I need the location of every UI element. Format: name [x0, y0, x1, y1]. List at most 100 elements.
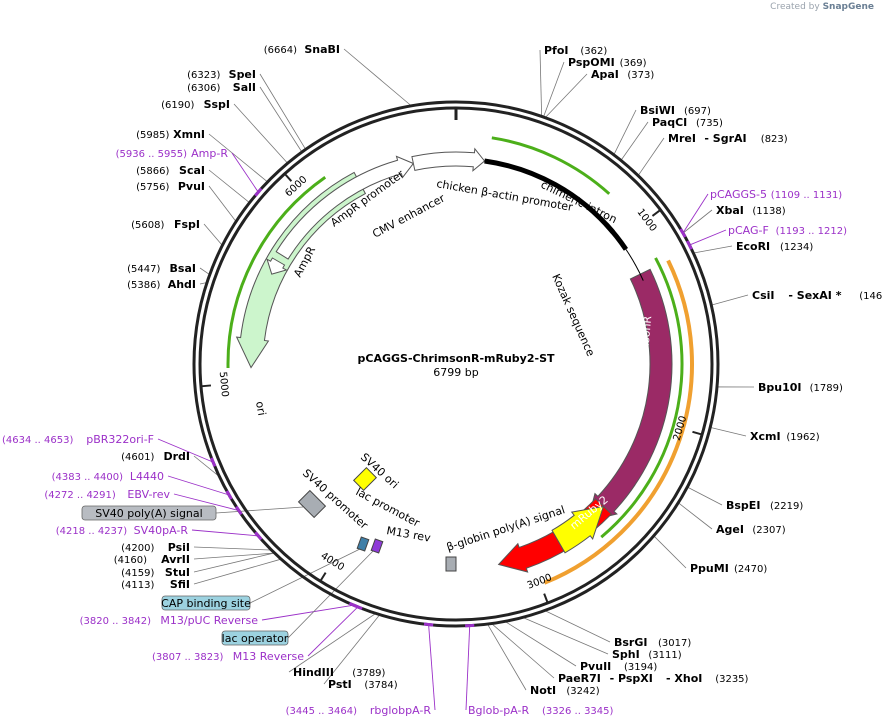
enzyme-position: (3235) [715, 674, 748, 685]
primer-leader-rbglobpa-r [428, 624, 436, 711]
primer-leader-bglob-pa-r [465, 625, 471, 711]
primer-mark-l4440 [225, 490, 233, 500]
chicken-promoter-arrow [411, 147, 486, 172]
primer-sv40pa-r: SV40pA-R (4218 .. 4237) [56, 524, 189, 537]
enzyme-name: PspOMI [568, 56, 615, 69]
enzyme-name: AvrII [161, 553, 190, 566]
enzyme-name: BspEI [726, 499, 760, 512]
enzyme-position: (4160) [114, 555, 147, 566]
enzyme-apai: ApaI(373) [591, 68, 654, 81]
primer-name: Amp-R [191, 147, 228, 160]
enzyme-position: (3111) [648, 650, 681, 661]
boxed-label-bg [81, 505, 217, 521]
primer-leader-ebv-rev [173, 493, 239, 511]
enzyme-scai: ScaI(5866) [136, 164, 205, 177]
primer-mark-pbr322ori-f [210, 457, 217, 467]
enzyme-csii: CsiI- SexAI *(1460) [752, 289, 882, 302]
boxed-label-cap-binding-site: CAP binding site [161, 595, 251, 611]
enzyme-pvui: PvuI (5756) [136, 180, 205, 193]
primer-position: (4218 .. 4237) [56, 526, 128, 537]
kozak-label: Kozak sequence [549, 272, 597, 359]
primer-ebv-rev: EBV-rev(4272 .. 4291) [44, 488, 170, 501]
enzyme-ecori: EcoRI(1234) [736, 240, 813, 253]
primer-leader-m13-puc-reverse [261, 604, 354, 621]
enzyme-name-alt: - SexAI * [788, 289, 841, 302]
primer-mark-layer [210, 187, 693, 628]
leader-sv40-poly-a-signal [215, 506, 304, 514]
enzyme-name: XbaI [716, 204, 744, 217]
primer-pcag-f: pCAG-F(1193 .. 1212) [728, 224, 847, 237]
primer-name: M13 Reverse [233, 650, 304, 663]
enzyme-sfii: SfiI (4113) [121, 578, 190, 591]
cap-box [356, 536, 370, 552]
primer-leader-sv40pa-r [191, 529, 259, 537]
enzyme-psii: PsiI(4200) [121, 541, 190, 554]
enzyme-name: Bpu10I [758, 381, 802, 394]
enzyme-name: MreI [668, 132, 696, 145]
ampr-green-arc [226, 176, 327, 369]
orange-arc [543, 259, 694, 585]
enzyme-snabi: SnaBI(6664) [264, 43, 340, 56]
enzyme-position: (1962) [786, 432, 819, 443]
enzyme-xcmi: XcmI(1962) [750, 430, 820, 443]
enzyme-mrei: MreI- SgrAI(823) [668, 132, 788, 145]
primer-position: (4383 .. 4400) [52, 472, 124, 483]
primer-m13-puc-reverse: M13/pUC Reverse(3820 .. 3842) [80, 614, 259, 627]
leader-sphi [523, 617, 609, 655]
enzyme-position: (5756) [136, 182, 169, 193]
intron-end-segment [604, 222, 629, 251]
primer-leader-pcag-f [689, 229, 727, 246]
leader-sspi [233, 103, 288, 163]
leader-paqci [621, 121, 649, 160]
primer-l4440: L4440 (4383 .. 4400) [52, 470, 164, 483]
enzyme-name: SnaBI [304, 43, 340, 56]
enzyme-paqci: PaqCI(735) [652, 116, 723, 129]
label-leader-lines [157, 48, 755, 711]
enzyme-name: NotI [530, 684, 556, 697]
enzyme-fspi: FspI(5608) [131, 218, 200, 231]
primer-leader-pcaggs-5 [682, 193, 709, 234]
enzyme-position: (6190) [161, 100, 194, 111]
enzyme-xmni: XmnI(5985) [136, 128, 205, 141]
enzyme-position: (4200) [121, 543, 154, 554]
enzyme-position: (735) [696, 118, 723, 129]
leader-pvuii [505, 621, 577, 667]
chrimson-label: ChrimsonR [636, 315, 654, 376]
tick-label-1000: 1000 [634, 207, 658, 234]
enzyme-position: (5985) [136, 130, 169, 141]
enzyme-xbai: XbaI (1138) [716, 204, 786, 217]
snapgene-credit: Created by SnapGene [770, 2, 874, 12]
enzyme-position: (4113) [121, 580, 154, 591]
primer-name: L4440 [130, 470, 164, 483]
kozak-segment [625, 249, 644, 281]
leader-avrii [193, 552, 274, 560]
ampr-promoter-arrow [266, 257, 288, 275]
enzyme-pvuii: PvuII(3194) [580, 660, 657, 673]
intron-green-arc [491, 136, 611, 195]
leader-noti [487, 624, 527, 691]
leader-mrei [638, 137, 665, 176]
leader-bsai [199, 267, 210, 275]
primer-bglob-pa-r: Bglob-pA-R(3326 .. 3345) [468, 704, 614, 717]
enzyme-name: PstI [328, 678, 352, 691]
leader-stui [193, 552, 274, 573]
primer-position: (1193 .. 1212) [776, 226, 848, 237]
enzyme-name: SphI [612, 648, 640, 661]
enzyme-bspei: BspEI(2219) [726, 499, 803, 512]
enzyme-position: (823) [761, 134, 788, 145]
boxed-label-text: CAP binding site [161, 597, 251, 610]
leader-xmni [208, 133, 268, 182]
sv40-promoter-box [297, 489, 327, 519]
boxed-label-text: SV40 poly(A) signal [95, 507, 202, 520]
leader-cap-binding-site [249, 547, 363, 604]
enzyme-name: SfiI [170, 578, 190, 591]
enzyme-bsrgi: BsrGI(3017) [614, 636, 691, 649]
enzyme-position: (1138) [752, 206, 785, 217]
enzyme-paer7i: PaeR7I- PspXI- XhoI(3235) [558, 672, 749, 685]
leader-drdi [193, 455, 218, 476]
enzyme-name: FspI [174, 218, 200, 231]
enzyme-name: PvuI [178, 180, 205, 193]
enzyme-name: AgeI [716, 523, 744, 536]
feature-layer [226, 136, 694, 585]
primer-name: SV40pA-R [134, 524, 189, 537]
